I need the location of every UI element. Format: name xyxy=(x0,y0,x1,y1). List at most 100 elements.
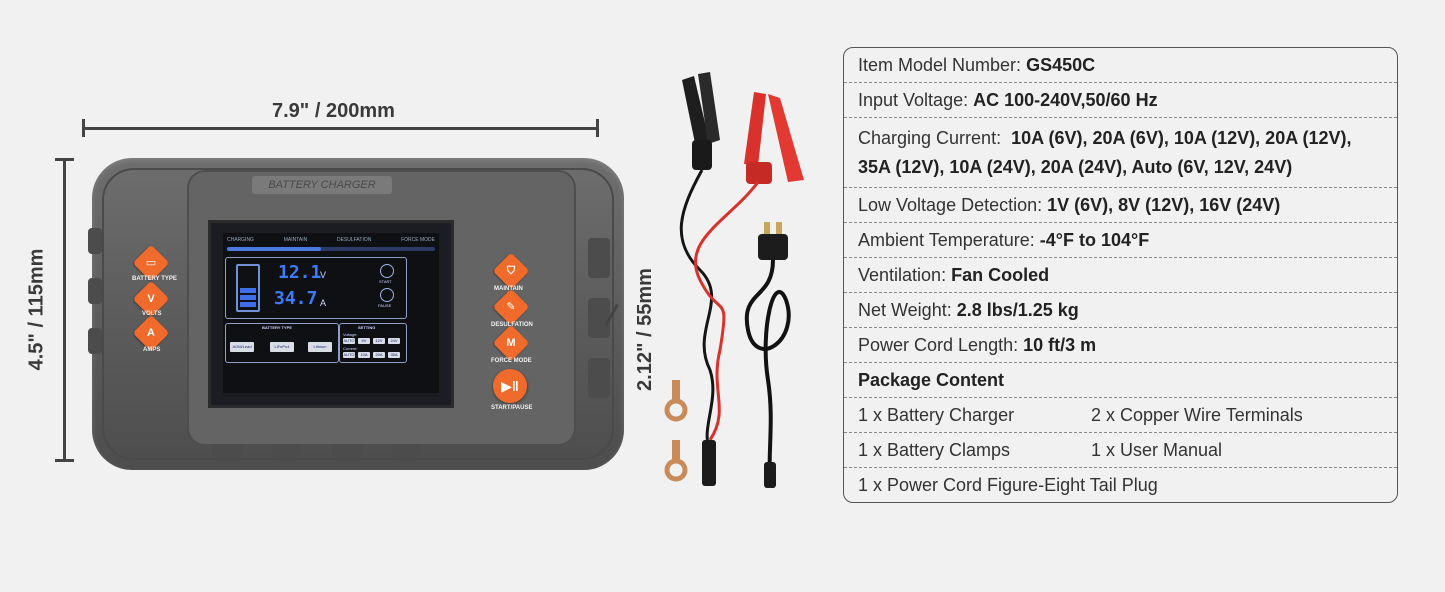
model-value: GS450C xyxy=(1026,54,1096,75)
bottom-vent-1 xyxy=(212,444,242,458)
desulfation-button[interactable]: ✎ xyxy=(492,288,530,326)
package-content-title: Package Content xyxy=(858,369,1005,390)
left-vent-2 xyxy=(88,278,102,304)
battery-type-title: BATTERY TYPE xyxy=(262,325,292,330)
package-item-manual: 1 x User Manual xyxy=(1091,439,1223,460)
input-voltage-label: Input Voltage: xyxy=(858,89,969,110)
figure-eight-plug xyxy=(764,462,776,488)
low-voltage-value: 1V (6V), 8V (12V), 16V (24V) xyxy=(1047,194,1281,215)
model-label: Item Model Number: xyxy=(858,54,1022,75)
current-option-35a: 35A xyxy=(388,352,400,358)
low-voltage-label: Low Voltage Detection: xyxy=(858,194,1043,215)
battery-charger-device: BATTERY CHARGER ▭ BATTERY TYPE V VOLTS A… xyxy=(88,158,624,470)
spec-row-ambient-temperature: Ambient Temperature: -4°F to 104°F xyxy=(844,223,1397,258)
setting-title: SETTING xyxy=(358,325,376,330)
ventilation-label: Ventilation: xyxy=(858,264,947,285)
spec-row-power-cord: Power Cord Length: 10 ft/3 m xyxy=(844,328,1397,363)
force-mode-caption: FORCE MODE xyxy=(491,358,532,364)
spec-row-charging-current: Charging Current: 10A (6V), 20A (6V), 10… xyxy=(844,118,1397,188)
left-vent-3 xyxy=(88,328,102,354)
black-clamp-icon xyxy=(682,72,720,170)
battery-type-box: BATTERY TYPE AGM/Lead LiFePo4 Lithium xyxy=(225,323,339,363)
power-cord-value: 10 ft/3 m xyxy=(1023,334,1097,355)
voltage-option-auto: AUTO xyxy=(343,338,355,344)
current-option-20a: 20A xyxy=(373,352,385,358)
width-dimension-label: 7.9" / 200mm xyxy=(272,100,395,122)
lcd-readout-box: 12.1 V 34.7 A START PAUSE xyxy=(225,257,407,319)
volts-caption: VOLTS xyxy=(142,311,162,317)
battery-type-lithium: Lithium xyxy=(308,342,332,352)
width-dimension-tick-left xyxy=(82,119,85,137)
voltage-option-24v: 24V xyxy=(388,338,400,344)
bottom-vent-3 xyxy=(332,444,362,458)
accessories-illustration xyxy=(664,72,804,488)
package-item-clamps: 1 x Battery Clamps xyxy=(858,439,1011,460)
copper-terminal-icon xyxy=(664,380,688,482)
start-label: START xyxy=(379,279,392,284)
charger-connector-plug xyxy=(702,440,716,486)
right-vent-1 xyxy=(588,238,610,278)
package-item-charger: 1 x Battery Charger xyxy=(858,404,1015,425)
right-vent-3 xyxy=(588,358,610,398)
start-pause-button[interactable]: ▶‖ xyxy=(493,369,527,403)
maintain-caption: MAINTAIN xyxy=(494,286,523,292)
voltage-option-6v: 6V xyxy=(358,338,370,344)
battery-type-lifepo4: LiFePo4 xyxy=(270,342,294,352)
red-clamp-cable xyxy=(693,181,760,441)
setting-voltage-label: Voltage: xyxy=(343,332,358,337)
left-vent-1 xyxy=(88,228,102,254)
voltage-readout: 12.1 xyxy=(278,262,322,283)
lcd-tab-force-mode: FORCE MODE xyxy=(401,237,435,243)
bottom-vent-2 xyxy=(272,444,302,458)
black-clamp-cable xyxy=(679,169,715,451)
lcd-progress-bar xyxy=(227,247,435,251)
desulfation-caption: DESULFATION xyxy=(491,322,533,328)
specification-table: Item Model Number: GS450C Input Voltage:… xyxy=(843,47,1398,503)
lcd-tab-maintain: MAINTAIN xyxy=(283,237,308,243)
current-option-10a: 10A xyxy=(358,352,370,358)
voltage-option-12v: 12V xyxy=(373,338,385,344)
spec-row-ventilation: Ventilation: Fan Cooled xyxy=(844,258,1397,293)
lcd-screen-bezel: CHARGING MAINTAIN DESULFATION FORCE MODE… xyxy=(208,220,454,408)
spec-row-package-2: 1 x Battery Clamps 1 x User Manual xyxy=(844,433,1397,468)
lcd-mode-tabs: CHARGING MAINTAIN DESULFATION FORCE MODE xyxy=(227,237,435,243)
voltage-unit: V xyxy=(320,270,327,280)
power-plug-icon xyxy=(758,222,788,260)
current-option-auto: AUTO xyxy=(343,352,355,358)
ambient-temperature-label: Ambient Temperature: xyxy=(858,229,1035,250)
lcd-progress-fill xyxy=(227,247,321,251)
lcd-tab-desulfation: DESULFATION xyxy=(336,237,372,243)
power-cord-label: Power Cord Length: xyxy=(858,334,1019,355)
width-dimension-line xyxy=(82,127,599,130)
pause-icon xyxy=(380,288,394,302)
current-readout: 34.7 xyxy=(274,288,318,309)
spec-row-package-title: Package Content xyxy=(844,363,1397,398)
net-weight-label: Net Weight: xyxy=(858,299,952,320)
battery-type-agm: AGM/Lead xyxy=(230,342,254,352)
ambient-temperature-value: -4°F to 104°F xyxy=(1039,229,1150,250)
spec-row-package-3: 1 x Power Cord Figure-Eight Tail Plug xyxy=(844,468,1397,502)
current-unit: A xyxy=(320,298,327,308)
lcd-display: CHARGING MAINTAIN DESULFATION FORCE MODE… xyxy=(223,233,439,393)
charging-current-value-line2: 35A (12V), 10A (24V), 20A (24V), Auto (6… xyxy=(858,156,1293,177)
battery-type-caption: BATTERY TYPE xyxy=(132,276,177,282)
amps-button[interactable]: A xyxy=(132,314,170,352)
height-dimension-tick-top xyxy=(55,158,74,161)
red-clamp-icon xyxy=(744,92,804,184)
start-icon xyxy=(380,264,394,278)
battery-level-icon xyxy=(236,264,260,312)
spec-row-input-voltage: Input Voltage: AC 100-240V,50/60 Hz xyxy=(844,83,1397,118)
height-dimension-label: 4.5" / 115mm xyxy=(25,248,48,371)
spec-row-package-1: 1 x Battery Charger 2 x Copper Wire Term… xyxy=(844,398,1397,433)
force-mode-button[interactable]: M xyxy=(492,324,530,362)
net-weight-value: 2.8 lbs/1.25 kg xyxy=(956,299,1079,320)
setting-box: SETTING Voltage: AUTO 6V 12V 24V Current… xyxy=(339,323,407,363)
maintain-button[interactable]: ⛉ xyxy=(492,252,530,290)
start-pause-caption: START/PAUSE xyxy=(491,405,533,411)
width-dimension-tick-right xyxy=(596,119,599,137)
height-dimension-line xyxy=(63,158,66,462)
charging-current-value-line1: 10A (6V), 20A (6V), 10A (12V), 20A (12V)… xyxy=(1011,127,1352,148)
height-dimension-tick-bottom xyxy=(55,459,74,462)
power-cord xyxy=(744,259,791,483)
lcd-tab-charging: CHARGING xyxy=(227,237,254,243)
